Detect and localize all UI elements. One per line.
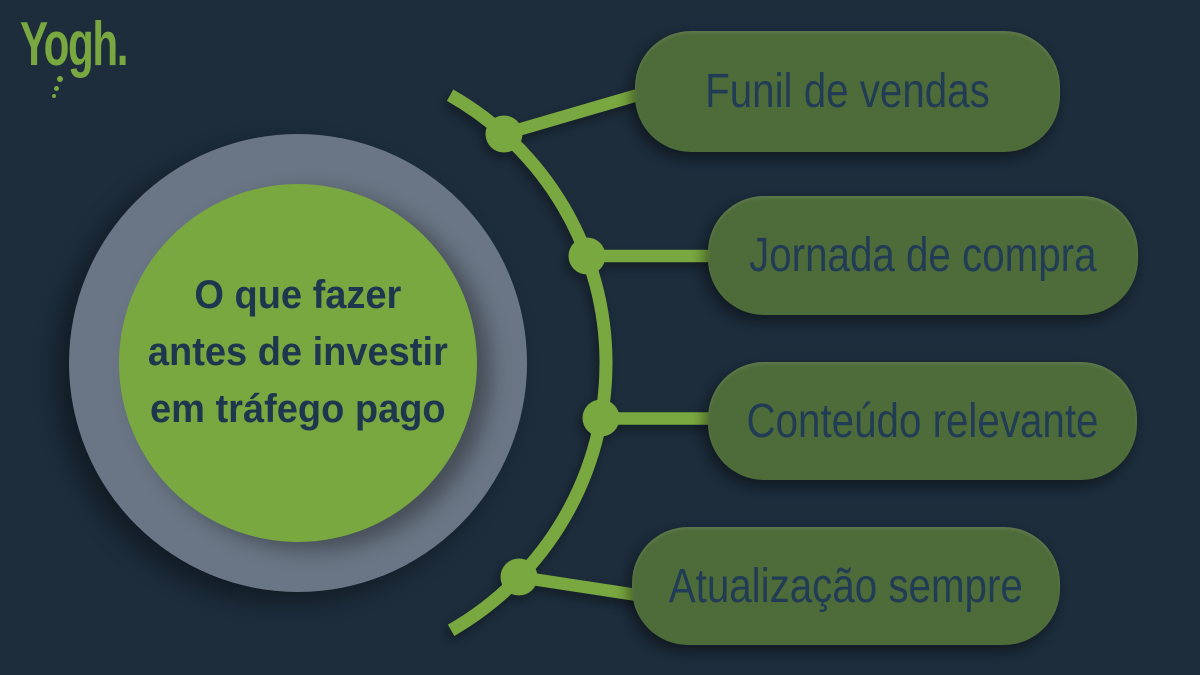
item-box-jornada-de-compra: Jornada de compra xyxy=(708,196,1138,315)
center-title: O que fazer antes de investir em tráfego… xyxy=(148,267,448,438)
center-title-line-3: em tráfego pago xyxy=(150,387,446,431)
node-dot-1 xyxy=(485,115,523,153)
brand-logo-text: Yogh. xyxy=(20,10,129,79)
logo-dot-icon xyxy=(52,94,56,98)
node-dot-2 xyxy=(568,237,606,275)
center-title-line-2: antes de investir xyxy=(148,330,448,374)
item-box-funil-de-vendas: Funil de vendas xyxy=(635,31,1060,152)
node-dot-4 xyxy=(500,558,538,596)
item-label: Funil de vendas xyxy=(705,65,990,118)
center-title-line-1: O que fazer xyxy=(194,273,402,317)
connector-line-1 xyxy=(497,85,655,141)
brand-logo: Yogh. xyxy=(20,14,180,114)
logo-dot-icon xyxy=(54,86,59,91)
node-dot-3 xyxy=(582,399,620,437)
logo-dot-icon xyxy=(57,76,63,82)
item-box-conteudo-relevante: Conteúdo relevante xyxy=(708,362,1137,480)
item-box-atualizacao-sempre: Atualização sempre xyxy=(632,527,1060,645)
item-label: Jornada de compra xyxy=(749,229,1097,282)
item-label: Atualização sempre xyxy=(668,559,1024,613)
center-circle: O que fazer antes de investir em tráfego… xyxy=(119,184,477,542)
item-label: Conteúdo relevante xyxy=(746,394,1099,448)
connector-line-4 xyxy=(512,570,657,604)
